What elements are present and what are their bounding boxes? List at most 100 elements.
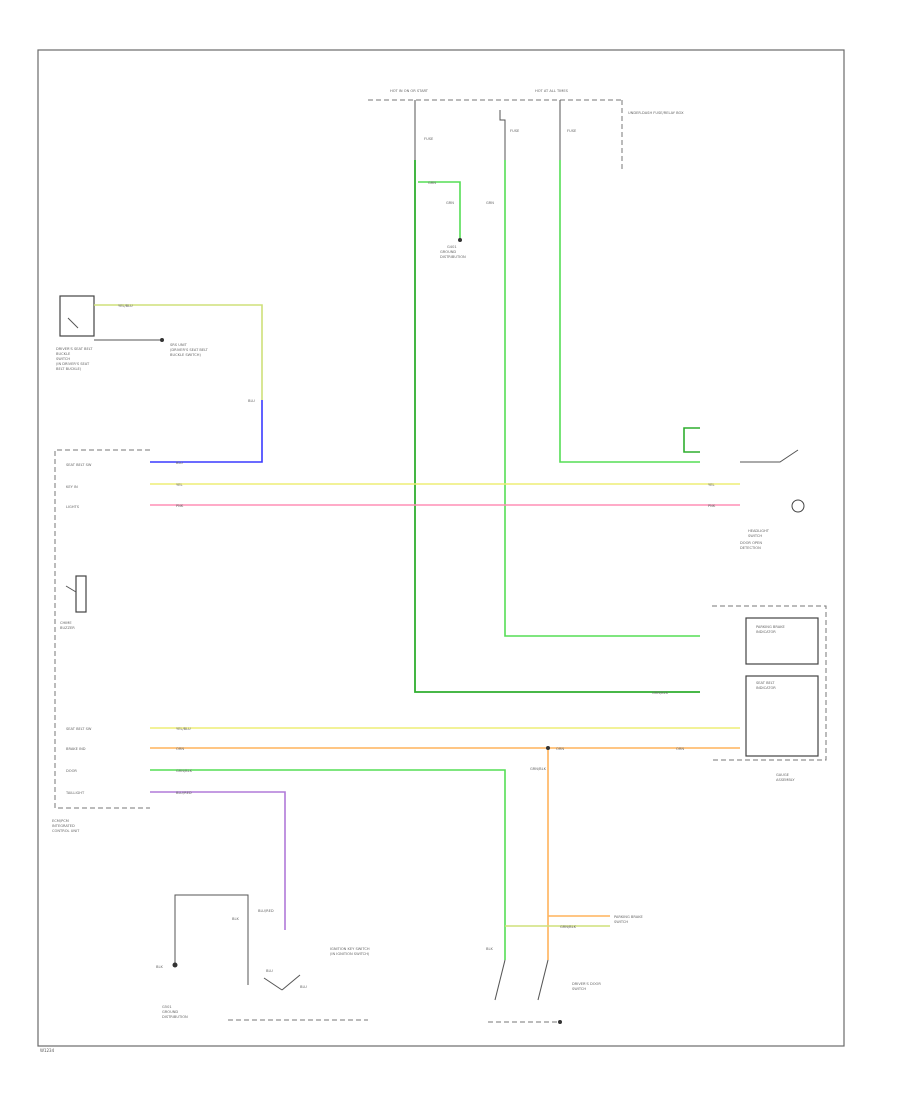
ctrl-unit-label-2: CONTROL UNIT — [52, 829, 80, 833]
svg-text:BLU: BLU — [300, 985, 307, 989]
indicator-1 — [745, 617, 819, 665]
ctrl-unit-label-1: INTEGRATED — [52, 824, 75, 828]
diagram-frame — [37, 49, 845, 1047]
wire-grn-gauge — [504, 160, 700, 637]
g501-label-2: DISTRIBUTION — [162, 1015, 188, 1019]
srs-label-2: BUCKLE SWITCH) — [170, 353, 201, 357]
pin-label-3: LIGHTS — [66, 505, 80, 509]
wire-label-blured-1: BLU/RED — [176, 791, 192, 795]
wire-label-blu-1: BLU — [176, 461, 183, 465]
wire-label-yelblu-2: YEL/BLU — [176, 727, 191, 731]
ind-label-1: INDICATOR — [756, 630, 776, 634]
svg-text:FUSE: FUSE — [424, 137, 434, 141]
svg-text:HEADLIGHT: HEADLIGHT — [748, 529, 770, 533]
pin-label-7: TAILLIGHT — [65, 791, 85, 795]
svg-text:SWITCH: SWITCH — [748, 534, 762, 538]
svg-text:DETECTION: DETECTION — [740, 546, 761, 550]
svg-text:DRIVER'S DOOR: DRIVER'S DOOR — [572, 982, 601, 986]
g401-label-3: DISTRIBUTION — [440, 255, 466, 259]
pin-label-4: SEAT BELT SW — [66, 727, 92, 731]
g501-label-1: GROUND — [162, 1010, 178, 1014]
srs-connector — [160, 338, 164, 342]
seat-belt-switch-label-0: DRIVER'S SEAT BELT — [56, 347, 93, 351]
seat-belt-switch-blade — [67, 317, 79, 329]
chime-buzzer: CHIME BUZZER — [60, 575, 87, 630]
key-switch: BLU BLU IGNITION KEY SWITCH (IN IGNITION… — [263, 947, 370, 991]
wire-label-grn-1: GRN — [428, 181, 436, 185]
wire-blk-key — [174, 894, 249, 985]
pin-label-2: KEY IN — [66, 485, 78, 489]
control-unit-box — [54, 449, 150, 809]
indicator-2 — [745, 675, 819, 757]
gauge-assembly-box — [712, 605, 827, 761]
wire-label-grnblk-4: GRN/BLK — [530, 767, 547, 771]
seat-belt-switch-label-1: BUCKLE — [56, 352, 71, 356]
wire-label-orn-3: ORN — [676, 747, 684, 751]
fuse-2: FUSE — [499, 110, 520, 160]
fuse-3: FUSE — [559, 100, 577, 160]
wire-label-pnk-1: PNK — [176, 504, 184, 508]
gauge-label-0: GAUGE — [776, 773, 790, 777]
ind-label-2: SEAT BELT — [756, 681, 775, 685]
wire-label-grnblk-1: GRN/BLK — [652, 691, 669, 695]
wire-bluRed-taillight — [150, 791, 286, 930]
wire-grnblk-main — [414, 160, 700, 693]
svg-text:FUSE: FUSE — [567, 129, 577, 133]
fuse-1: FUSE — [414, 100, 434, 160]
gauge-label-1: ASSEMBLY — [776, 778, 795, 782]
svg-text:FUSE: FUSE — [510, 129, 520, 133]
srs-label-1: (DRIVER'S SEAT BELT — [170, 348, 209, 352]
bus-label-2: HOT AT ALL TIMES — [535, 89, 569, 93]
wire-grnblk-door — [150, 769, 506, 960]
headlight-switch: HEADLIGHT SWITCH DOOR OPEN DETECTION — [740, 449, 805, 550]
fuse-box-label: UNDER-DASH FUSE/RELAY BOX — [628, 111, 684, 115]
svg-text:IGNITION KEY SWITCH: IGNITION KEY SWITCH — [330, 947, 370, 951]
wire-grn-g401 — [418, 181, 461, 240]
wire-label-grnblk-2: GRN/BLK — [176, 769, 193, 773]
pb-label-0: PARKING BRAKE — [614, 915, 644, 919]
wire-label-orn-1: ORN — [176, 747, 184, 751]
pin-label-6: DOOR — [66, 769, 77, 773]
svg-text:CHIME: CHIME — [60, 621, 72, 625]
svg-text:DOOR OPEN: DOOR OPEN — [740, 541, 762, 545]
svg-text:SWITCH: SWITCH — [572, 987, 586, 991]
bus-label-1: HOT IN ON OR START — [390, 89, 429, 93]
wire-label-grnblk-3: GRN/BLK — [560, 925, 577, 929]
wire-label-grn-3: GRN — [486, 201, 494, 205]
svg-text:BLU: BLU — [266, 969, 273, 973]
splice-orn — [546, 746, 550, 750]
wire-label-blk-3: BLK — [486, 947, 493, 951]
wire-label-pnk-2: PNK — [708, 504, 716, 508]
wire-label-blured-2: BLU/RED — [258, 909, 274, 913]
door-switch: DRIVER'S DOOR SWITCH — [488, 959, 601, 1024]
wire-label-yel-1: YEL — [176, 483, 182, 487]
wire-label-blk-1: BLK — [156, 965, 163, 969]
wire-label-blu-2: BLU — [248, 399, 255, 403]
g401-label-1: G401 — [447, 245, 457, 249]
g501-label-0: G501 — [162, 1005, 172, 1009]
svg-text:(IN IGNITION SWITCH): (IN IGNITION SWITCH) — [330, 952, 370, 956]
wire-label-grn-2: GRN — [446, 201, 454, 205]
wire-label-blk-2: BLK — [232, 917, 239, 921]
seat-belt-switch-label-2: SWITCH — [56, 357, 70, 361]
ctrl-unit-label-0: ECM/PCM — [52, 819, 69, 823]
pin-label-5: BRAKE IND — [66, 747, 86, 751]
g501-dot — [172, 962, 178, 968]
seat-belt-switch-box — [59, 295, 95, 337]
ind-label-3: INDICATOR — [756, 686, 776, 690]
pb-label-1: SWITCH — [614, 920, 628, 924]
wire-yelblu-seatbelt — [94, 304, 263, 400]
wire-label-yelblu-1: YEL/BLU — [118, 304, 133, 308]
splice-dot — [458, 238, 462, 242]
seat-belt-switch-label-4: BELT BUCKLE) — [56, 367, 82, 371]
wire-blu-seatbelt — [150, 400, 263, 463]
wire-grn-dark — [683, 427, 700, 453]
ind-label-0: PARKING BRAKE — [756, 625, 786, 629]
wire-label-orn-2: ORN — [556, 747, 564, 751]
wire-grn-door-ctrl — [559, 160, 700, 463]
srs-label-0: SRS UNIT — [170, 343, 188, 347]
pin-label-1: SEAT BELT SW — [66, 463, 92, 467]
wire-label-yel-2: YEL — [708, 483, 714, 487]
svg-text:BUZZER: BUZZER — [60, 626, 75, 630]
